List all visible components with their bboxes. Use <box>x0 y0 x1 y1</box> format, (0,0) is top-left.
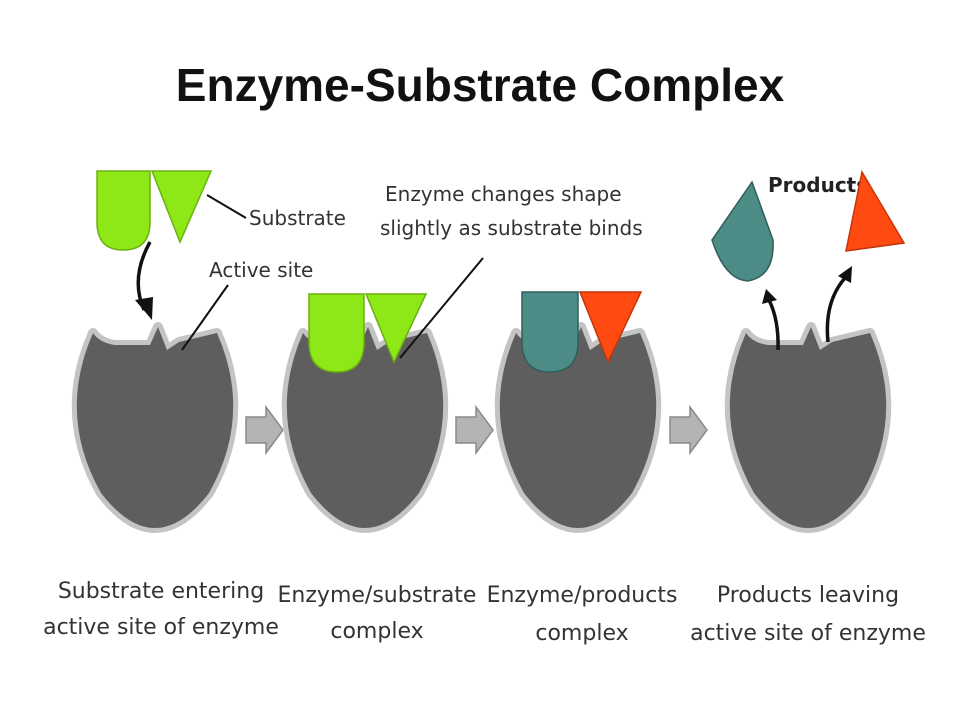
page-title: Enzyme-Substrate Complex <box>175 59 785 111</box>
shape-change-label-line2: slightly as substrate binds <box>380 216 643 240</box>
caption-stage-3-line2: complex <box>535 621 628 646</box>
caption-stage-3-line1: Enzyme/products <box>487 583 678 608</box>
caption-stage-4-line1: Products leaving <box>717 583 899 608</box>
step-arrow <box>455 404 494 456</box>
shape-change-pointer <box>399 257 484 359</box>
exit-arrow-right <box>825 276 847 343</box>
products-label: Products <box>768 173 868 197</box>
red-product <box>845 169 906 252</box>
teal-product <box>711 180 774 282</box>
bound-products <box>521 291 643 373</box>
stage-2-enzyme <box>287 327 443 528</box>
caption-stage-2-line2: complex <box>330 619 423 644</box>
active-site-pointer <box>181 284 229 351</box>
substrate-molecule <box>96 170 213 251</box>
caption-stage-1-line2: active site of enzyme <box>43 615 279 640</box>
exit-arrow-left-head <box>762 289 777 304</box>
caption-stage-1-line1: Substrate entering <box>58 579 264 604</box>
substrate-pointer <box>206 194 247 219</box>
substrate-label: Substrate <box>249 206 346 230</box>
caption-stage-4-line2: active site of enzyme <box>690 621 926 646</box>
stage-1-enzyme <box>77 327 233 528</box>
step-arrow <box>669 404 708 456</box>
entry-arrow-head <box>135 297 153 320</box>
bound-substrate <box>308 293 428 373</box>
stage-3-enzyme <box>500 327 656 528</box>
step-arrow <box>245 404 284 456</box>
stage-4-enzyme <box>730 327 886 528</box>
exit-arrow-right-head <box>838 266 852 283</box>
caption-stage-2-line1: Enzyme/substrate <box>278 583 477 608</box>
shape-change-label-line1: Enzyme changes shape <box>385 182 622 206</box>
exit-arrow-left <box>767 299 780 351</box>
active-site-label: Active site <box>209 258 313 282</box>
